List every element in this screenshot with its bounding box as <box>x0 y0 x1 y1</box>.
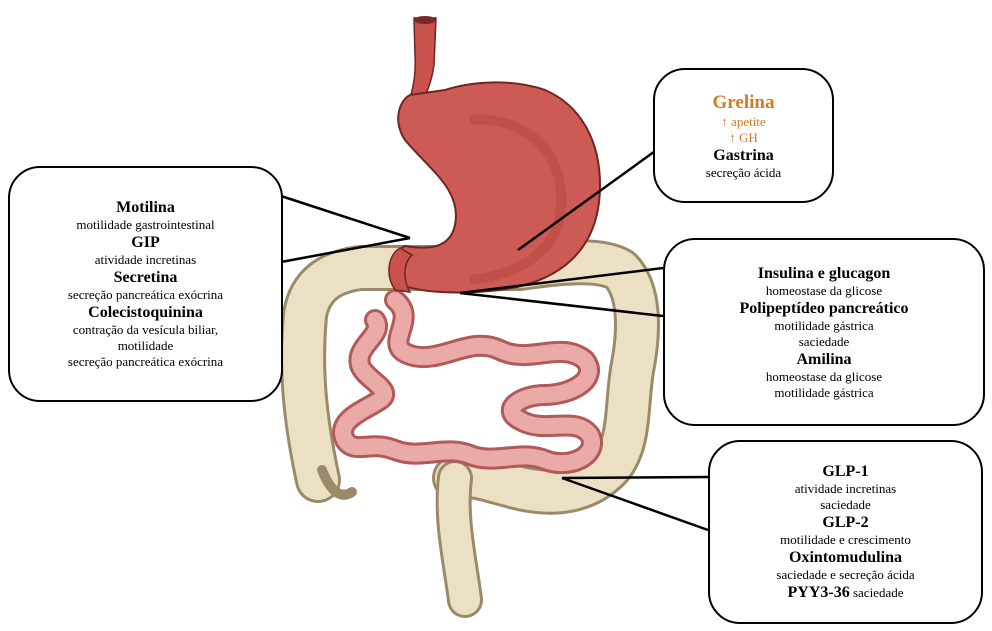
hormone-effect: motilidade gástrica <box>675 318 973 334</box>
hormone-name-grelina: Grelina <box>665 91 822 114</box>
hormone-name-oxintomudulina: Oxintomudulina <box>720 548 971 567</box>
callout-duodenum-hormones: Motilina motilidade gastrointestinal GIP… <box>8 166 283 402</box>
hormone-effect: secreção pancreática exócrina <box>20 287 271 303</box>
callout-pancreas-hormones: Insulina e glucagon homeostase da glicos… <box>663 238 985 426</box>
small-intestine <box>343 300 592 463</box>
hormone-effect: saciedade e secreção ácida <box>720 567 971 583</box>
hormone-effect: motilidade gástrica <box>675 385 973 401</box>
esophagus <box>410 18 436 98</box>
callout-stomach-hormones: Grelina ↑ apetite ↑ GH Gastrina secreção… <box>653 68 834 203</box>
hormone-effect: motilidade <box>20 338 271 354</box>
hormone-effect: atividade incretinas <box>720 481 971 497</box>
hormone-name-glp1: GLP-1 <box>720 462 971 481</box>
hormone-effect: motilidade gastrointestinal <box>20 217 271 233</box>
pyy-row: PYY3-36 saciedade <box>720 583 971 602</box>
hormone-effect: saciedade <box>853 585 904 600</box>
hormone-effect: secreção pancreática exócrina <box>20 354 271 370</box>
hormone-name-gip: GIP <box>20 233 271 252</box>
hormone-effect: homeostase da glicose <box>675 283 973 299</box>
hormone-name-insulina-glucagon: Insulina e glucagon <box>675 264 973 283</box>
callout-intestine-hormones: GLP-1 atividade incretinas saciedade GLP… <box>708 440 983 624</box>
hormone-name-motilina: Motilina <box>20 198 271 217</box>
hormone-effect: saciedade <box>720 497 971 513</box>
hormone-effect: contração da vesícula biliar, <box>20 322 271 338</box>
hormone-effect: ↑ GH <box>665 130 822 146</box>
esophagus-opening <box>414 16 436 24</box>
hormone-name-amilina: Amilina <box>675 350 973 369</box>
hormone-name-pyy3-36: PYY3-36 <box>788 584 850 601</box>
hormone-name-secretina: Secretina <box>20 268 271 287</box>
hormone-effect: ↑ apetite <box>665 114 822 130</box>
hormone-name-gastrina: Gastrina <box>665 146 822 165</box>
hormone-effect: homeostase da glicose <box>675 369 973 385</box>
hormone-effect: motilidade e crescimento <box>720 532 971 548</box>
hormone-name-polipeptideo-pancreatico: Polipeptídeo pancreático <box>675 299 973 318</box>
hormone-name-glp2: GLP-2 <box>720 513 971 532</box>
hormone-effect: secreção ácida <box>665 165 822 181</box>
hormone-name-colecistoquinina: Colecistoquinina <box>20 303 271 322</box>
stomach <box>395 82 600 292</box>
hormone-effect: atividade incretinas <box>20 252 271 268</box>
hormone-effect: saciedade <box>675 334 973 350</box>
